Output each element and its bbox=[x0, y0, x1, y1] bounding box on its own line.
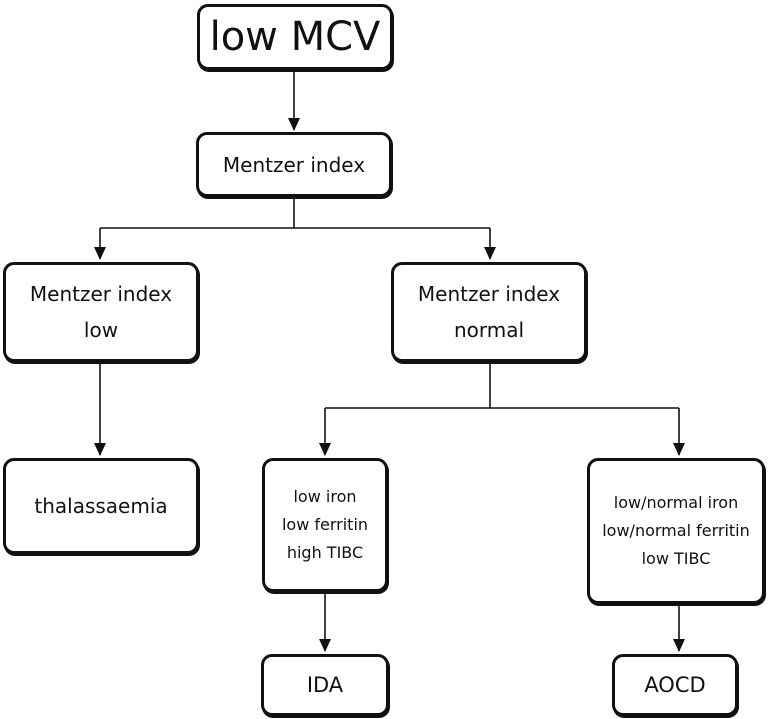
node-thalassaemia-line-1: thalassaemia bbox=[34, 494, 168, 518]
node-ida-criteria-line-1: low iron bbox=[293, 487, 357, 506]
node-mentzer-low-line-1: Mentzer index bbox=[29, 282, 173, 306]
node-mentzer-normal-line-1: Mentzer index bbox=[417, 282, 561, 306]
node-mentzer-low-line-2: low bbox=[83, 318, 119, 342]
node-ida-criteria: low iron low ferritin high TIBC bbox=[262, 458, 388, 592]
node-ida-line-1: IDA bbox=[306, 673, 344, 697]
node-aocd-criteria: low/normal iron low/normal ferritin low … bbox=[587, 458, 765, 604]
node-ida: IDA bbox=[261, 654, 389, 716]
node-aocd-criteria-line-2: low/normal ferritin bbox=[602, 521, 750, 540]
node-aocd-criteria-line-3: low TIBC bbox=[641, 549, 711, 568]
node-mentzer-normal-line-2: normal bbox=[453, 318, 525, 342]
node-thalassaemia: thalassaemia bbox=[3, 458, 199, 554]
node-mentzer-index-line-1: Mentzer index bbox=[222, 152, 366, 177]
node-low-mcv-line-1: low MCV bbox=[209, 14, 381, 60]
node-aocd-line-1: AOCD bbox=[644, 673, 706, 697]
node-low-mcv: low MCV bbox=[197, 4, 393, 70]
node-mentzer-normal: Mentzer index normal bbox=[391, 262, 587, 362]
node-mentzer-low: Mentzer index low bbox=[3, 262, 199, 362]
node-aocd: AOCD bbox=[612, 654, 738, 716]
node-ida-criteria-line-2: low ferritin bbox=[281, 515, 369, 534]
node-ida-criteria-line-3: high TIBC bbox=[286, 543, 364, 562]
node-mentzer-index: Mentzer index bbox=[196, 132, 392, 197]
node-aocd-criteria-line-1: low/normal iron bbox=[613, 493, 739, 512]
